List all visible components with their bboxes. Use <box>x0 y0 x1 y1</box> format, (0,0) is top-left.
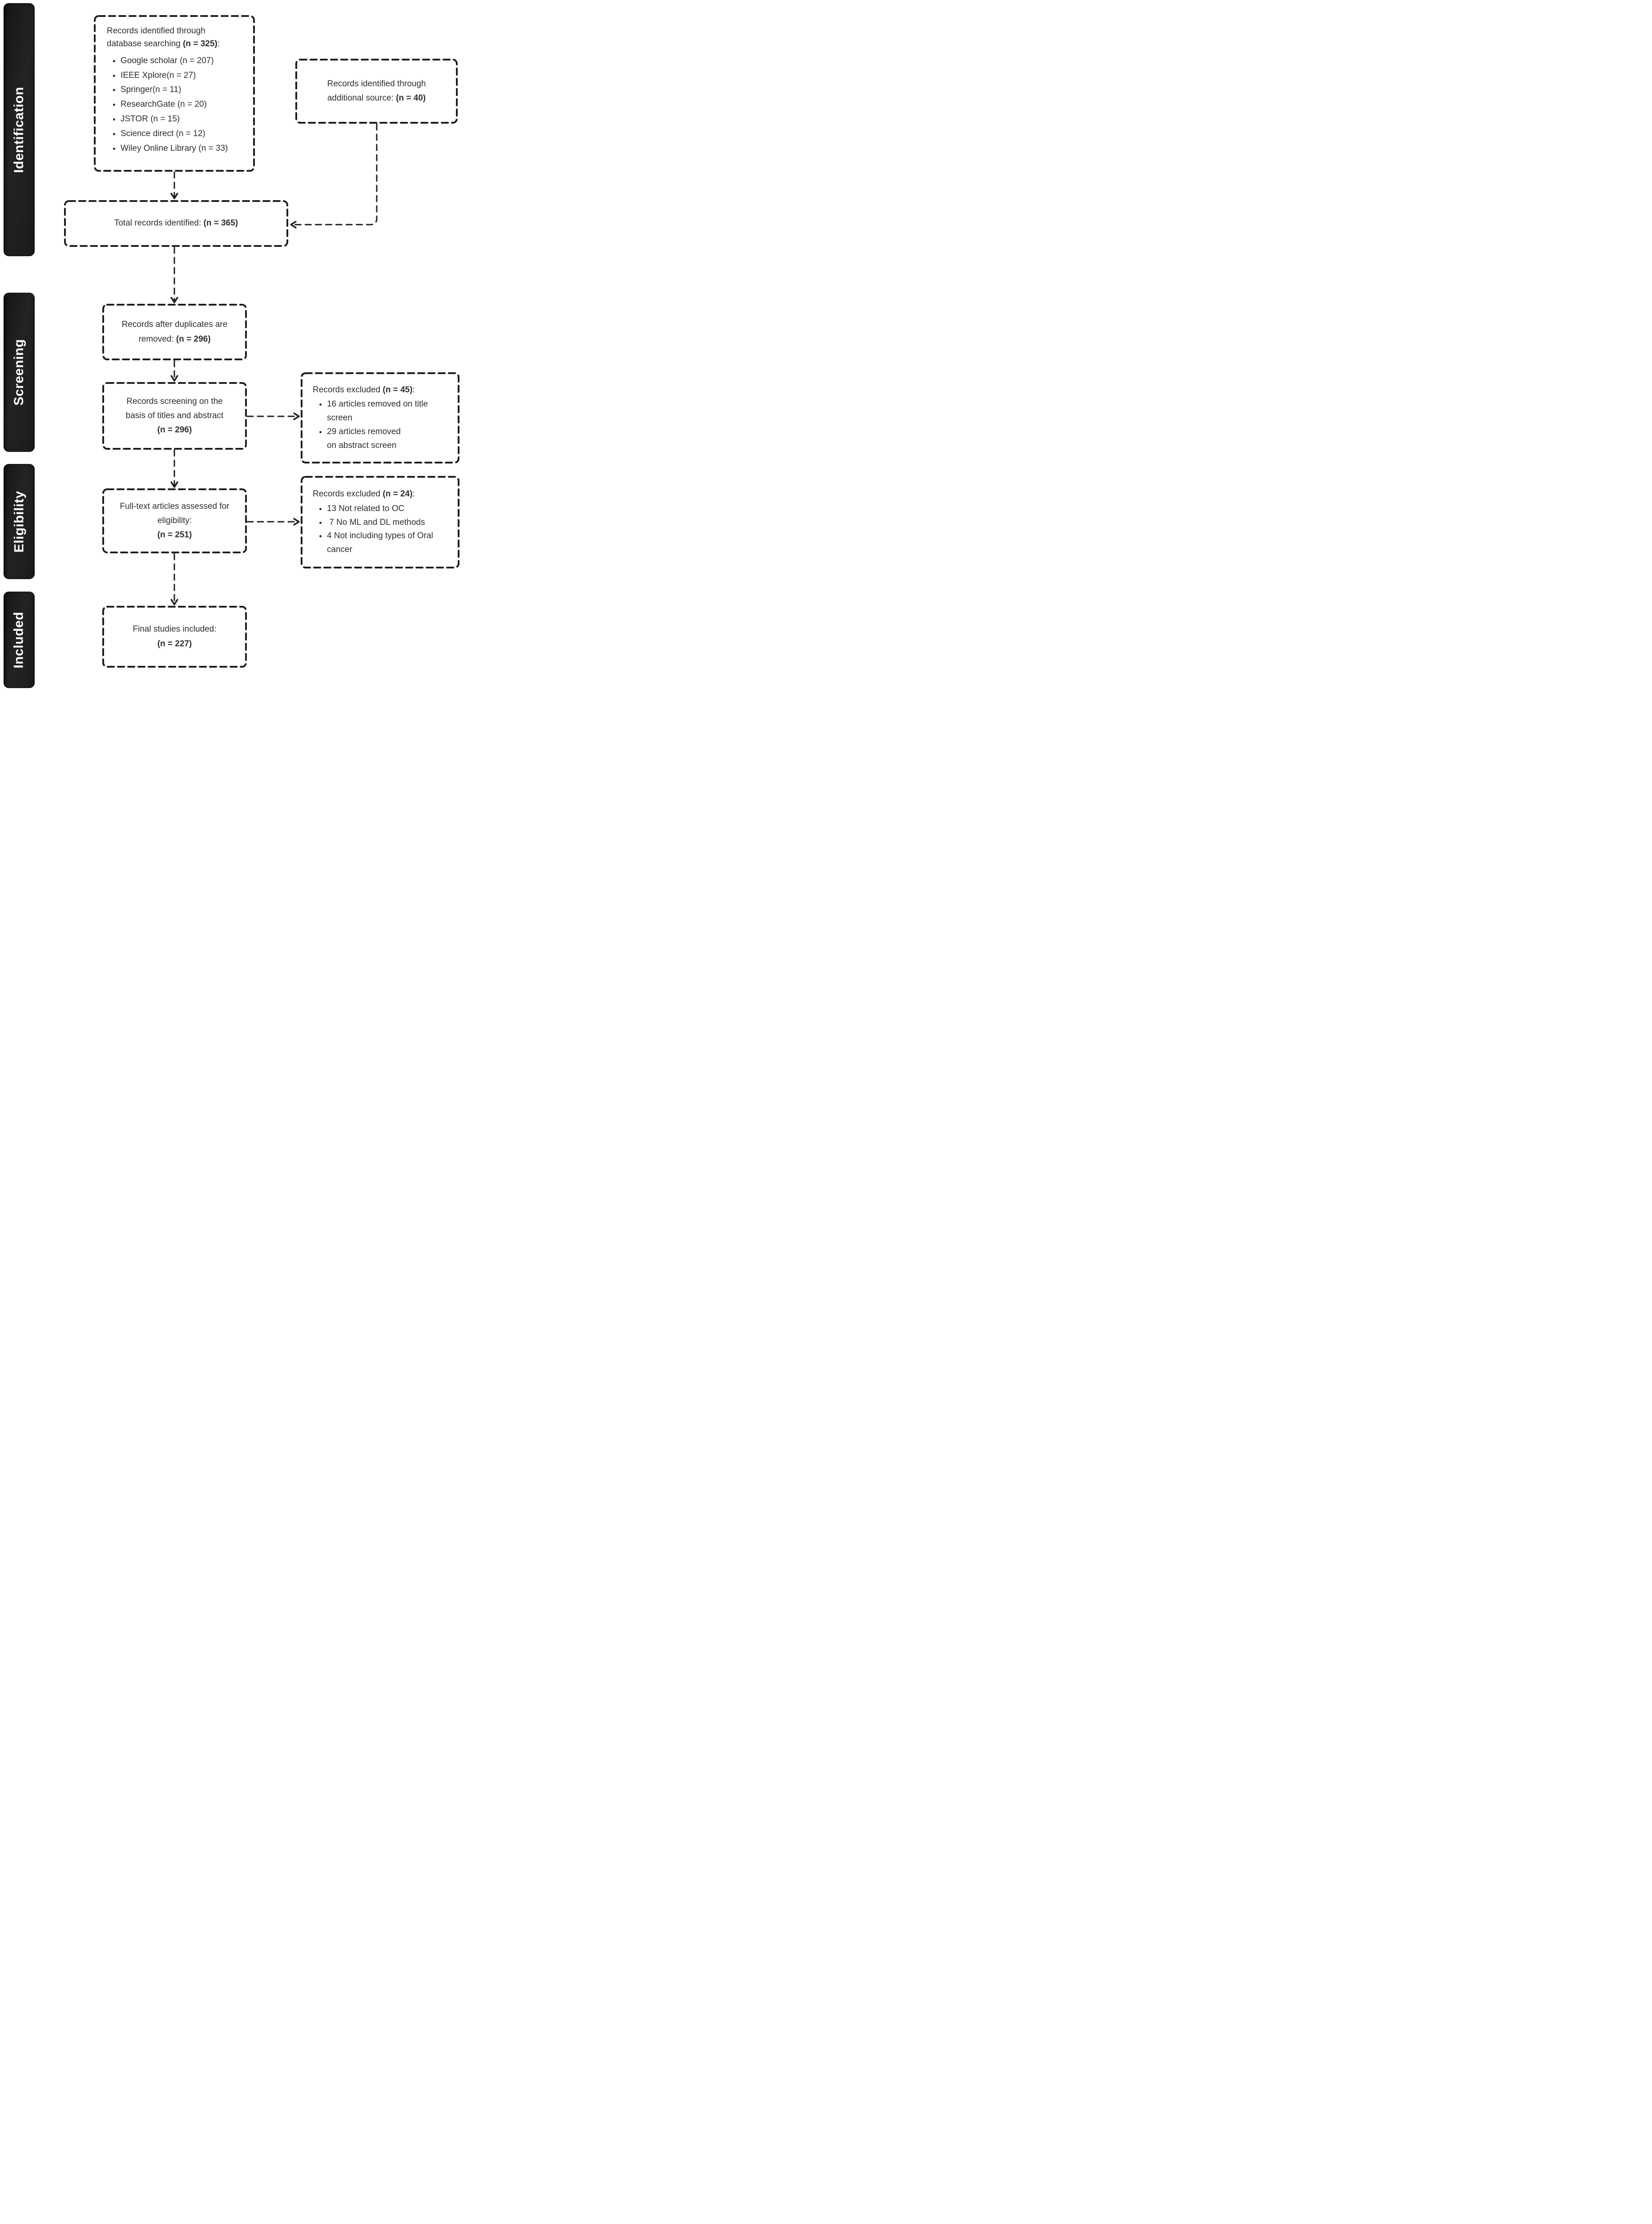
box-title: Records excluded (n = 45): <box>313 383 415 397</box>
excluded-screening-list: 16 articles removed on title screen29 ar… <box>313 398 428 452</box>
stage-label-text: Identification <box>12 86 27 173</box>
list-item: 4 Not including types of Oral cancer <box>327 529 433 557</box>
text-line: database searching (n = 325): <box>107 39 220 48</box>
text-line: Records excluded (n = 45): <box>313 385 415 395</box>
box-title: Full-text articles assessed for eligibili… <box>120 500 229 543</box>
box-full-text-assessed: Full-text articles assessed for eligibili… <box>103 489 246 552</box>
list-item: Google scholar (n = 207) <box>121 54 228 68</box>
text-line: Records identified through <box>327 79 426 89</box>
box-records-screening: Records screening on the basis of titles … <box>103 383 246 449</box>
connector-layer <box>64 15 459 668</box>
text-line: additional source: (n = 40) <box>327 93 426 103</box>
list-item: IEEE Xplore(n = 27) <box>121 68 228 83</box>
box-database-border <box>94 15 255 172</box>
box-records-after-duplicates: Records after duplicates are removed: (n … <box>103 305 246 359</box>
list-item: ResearchGate (n = 20) <box>121 97 228 112</box>
box-final-studies-included: Final studies included: (n = 227) <box>103 607 246 667</box>
text-line: (n = 296) <box>157 425 192 435</box>
text-line: Full-text articles assessed for <box>120 501 230 511</box>
box-title: Records after duplicates are removed: (n … <box>122 318 228 346</box>
list-item: Springer(n = 11) <box>121 83 228 97</box>
box-title: Records identified through additional sou… <box>327 77 426 106</box>
list-item: Science direct (n = 12) <box>121 127 228 141</box>
box-total-border <box>64 200 288 247</box>
stage-label-text: Eligibility <box>12 491 27 552</box>
list-item: 29 articles removed on abstract screen <box>327 425 428 453</box>
text-line: Total records identified: (n = 365) <box>114 218 238 228</box>
stage-label-included: Included <box>4 592 35 688</box>
stage-label-identification: Identification <box>4 3 35 256</box>
list-item: JSTOR (n = 15) <box>121 112 228 127</box>
text-line: Records identified through <box>107 26 205 36</box>
stage-label-text: Screening <box>12 339 26 406</box>
box-title: Records excluded (n = 24): <box>313 488 415 501</box>
list-item: 16 articles removed on title screen <box>327 398 428 425</box>
list-item: Wiley Online Library (n = 33) <box>121 141 228 156</box>
box-records-identified-database: Records identified through database searc… <box>95 16 254 171</box>
arrow-additional-to-total <box>290 123 378 229</box>
box-deduplicated-border <box>102 304 247 360</box>
text-line: removed: (n = 296) <box>138 334 211 344</box>
text-line: Records screening on the <box>126 396 223 406</box>
box-title: Records screening on the basis of titles … <box>126 395 224 438</box>
prisma-flow-diagram: Identification Screening Eligibility Inc… <box>0 0 463 693</box>
box-additional-border <box>295 59 458 124</box>
text-line: basis of titles and abstract <box>125 411 224 420</box>
box-full-text-border <box>102 488 247 553</box>
excluded-full-text-list: 13 Not related to OC 7 No ML and DL meth… <box>313 502 433 557</box>
box-title: Final studies included: (n = 227) <box>133 622 217 651</box>
box-title: Records identified through database searc… <box>107 25 220 51</box>
text-line: Records excluded (n = 24): <box>313 489 415 499</box>
box-final-included-border <box>102 606 247 668</box>
stage-label-eligibility: Eligibility <box>4 464 35 579</box>
box-title-abstract-screening-border <box>102 382 247 450</box>
database-source-list: Google scholar (n = 207)IEEE Xplore(n = … <box>107 54 228 156</box>
box-records-excluded-screening: Records excluded (n = 45): 16 articles r… <box>302 373 459 463</box>
text-line: (n = 227) <box>157 639 192 649</box>
box-title: Total records identified: (n = 365) <box>114 216 238 230</box>
stage-label-screening: Screening <box>4 293 35 452</box>
text-line: (n = 251) <box>157 530 192 540</box>
box-excluded-screening-border <box>301 372 459 463</box>
stage-label-text: Included <box>12 611 26 669</box>
text-line: Records after duplicates are <box>121 320 228 330</box>
text-line: Final studies included: <box>133 624 217 634</box>
box-records-excluded-full-text: Records excluded (n = 24): 13 Not relate… <box>302 477 459 568</box>
box-records-identified-additional: Records identified through additional sou… <box>296 60 457 123</box>
box-total-records: Total records identified: (n = 365) <box>65 201 287 246</box>
list-item: 7 No ML and DL methods <box>327 516 433 530</box>
box-excluded-full-text-border <box>301 476 459 568</box>
text-line: eligibility: <box>157 516 192 525</box>
list-item: 13 Not related to OC <box>327 502 433 516</box>
